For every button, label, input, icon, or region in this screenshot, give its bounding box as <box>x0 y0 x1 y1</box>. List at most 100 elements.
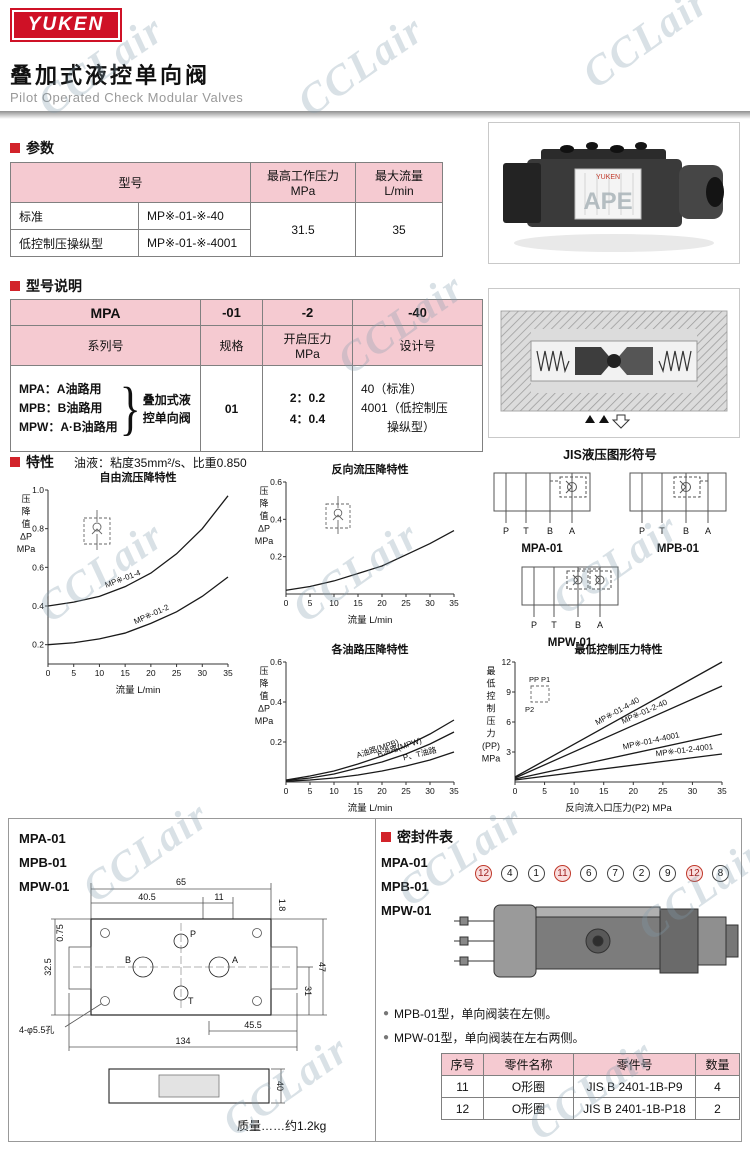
svg-text:ΔP: ΔP <box>20 532 32 542</box>
port-label: P <box>639 526 645 536</box>
table-row: 序号 零件名称 零件号 数量 <box>441 1053 740 1076</box>
svg-text:25: 25 <box>172 668 182 678</box>
open-pressure-cell: 2：0.2 4：0.4 <box>262 365 353 452</box>
pilot-symbol: PP P1 P2 <box>525 675 550 714</box>
svg-text:降: 降 <box>259 498 268 509</box>
dim-label: 32.5 <box>43 958 53 976</box>
svg-text:压: 压 <box>486 716 495 726</box>
series-desc: 控单向阀 <box>142 410 191 425</box>
svg-text:35: 35 <box>717 786 727 796</box>
model-name: MPB-01 <box>381 879 429 895</box>
svg-text:9: 9 <box>506 687 511 697</box>
dim-label: 45.5 <box>244 1020 262 1030</box>
svg-text:25: 25 <box>401 786 411 796</box>
svg-text:各油路压降特性: 各油路压降特性 <box>331 642 409 656</box>
header-divider <box>0 111 750 119</box>
row-name: 低控制压操纵型 <box>10 229 139 257</box>
port-label: T <box>659 526 665 536</box>
svg-text:0.2: 0.2 <box>270 552 282 562</box>
svg-text:1.0: 1.0 <box>32 485 44 495</box>
svg-text:0: 0 <box>513 786 518 796</box>
jis-symbol-mpw01: P T B A MPW-01 <box>514 563 626 649</box>
seal-note-text: MPW-01型，单向阀装在左右两侧。 <box>394 1031 585 1045</box>
col-part-number: 零件号 <box>573 1053 696 1076</box>
svg-text:0.8: 0.8 <box>32 524 44 534</box>
svg-text:流量 L/min: 流量 L/min <box>348 614 393 626</box>
svg-text:0.6: 0.6 <box>32 562 44 572</box>
check-valve-icon <box>83 510 111 550</box>
svg-text:5: 5 <box>308 786 313 796</box>
dim-label: 0.75 <box>55 924 65 942</box>
port-label: P <box>531 620 537 630</box>
port-label: A <box>597 620 603 630</box>
dim-label: 65 <box>176 877 186 887</box>
model-name: MPW-01 <box>381 903 432 919</box>
panel-divider <box>375 819 376 1141</box>
seal-callout: 7 <box>606 865 624 882</box>
photo-brand: YUKEN <box>596 174 620 181</box>
jis-symbol-mpb01: P T B A MPB-01 <box>622 469 734 555</box>
svg-text:值: 值 <box>259 690 268 701</box>
svg-text:15: 15 <box>120 668 130 678</box>
dimension-model-list: MPA-01 MPB-01 MPW-01 <box>19 827 69 899</box>
seal-valve-drawing <box>454 904 739 978</box>
max-flow-value: 35 <box>355 202 444 257</box>
table-row: 标准 MP※-01-※-40 31.5 35 <box>10 202 444 257</box>
svg-text:30: 30 <box>425 786 435 796</box>
port-label: T <box>551 620 557 630</box>
svg-text:10: 10 <box>569 786 579 796</box>
cell-part-name: O形圈 <box>483 1075 574 1098</box>
hd-series: 系列号 <box>10 325 201 366</box>
seal-callout: 2 <box>632 865 650 882</box>
svg-text:0: 0 <box>284 786 289 796</box>
seal-note-mpw: ● MPW-01型，单向阀装在左右两侧。 <box>383 1029 585 1046</box>
characteristics-heading: 特性 油液：粘度35mm²/s、比重0.850 <box>10 452 247 472</box>
series-cell: MPA：A油路用 MPB：B油路用 MPW：A·B油路用 } 叠加式液 控单向阀 <box>10 365 201 452</box>
svg-text:MPa: MPa <box>17 544 36 554</box>
svg-text:自由流压降特性: 自由流压降特性 <box>100 470 177 484</box>
seal-callout: 6 <box>580 865 598 882</box>
table-row: MPA：A油路用 MPB：B油路用 MPW：A·B油路用 } 叠加式液 控单向阀… <box>10 365 483 452</box>
svg-text:30: 30 <box>425 598 435 608</box>
dim-label: 11 <box>214 892 223 902</box>
svg-text:20: 20 <box>146 668 156 678</box>
model-heading: 型号说明 <box>10 276 82 296</box>
dimension-labels: 65 40.5 11 1.8 0.75 32.5 31 47 45.5 134 … <box>19 877 327 1091</box>
port-label: B <box>125 955 131 965</box>
seal-callout: 1 <box>527 865 545 882</box>
port-label: P <box>190 929 196 939</box>
svg-text:反向流压降特性: 反向流压降特性 <box>332 462 409 476</box>
svg-text:35: 35 <box>449 786 459 796</box>
svg-text:6: 6 <box>506 717 511 727</box>
dim-label: 1.8 <box>277 899 287 912</box>
annot-pp-p1: PP P1 <box>529 675 550 684</box>
svg-text:最: 最 <box>486 666 495 676</box>
red-square-icon <box>10 281 20 291</box>
svg-text:MPa: MPa <box>255 536 274 546</box>
svg-text:0.4: 0.4 <box>32 601 44 611</box>
port-label: A <box>705 526 711 536</box>
dimension-drawing: 65 40.5 11 1.8 0.75 32.5 31 47 45.5 134 … <box>19 877 327 1104</box>
svg-text:12: 12 <box>502 657 512 667</box>
svg-text:15: 15 <box>353 598 363 608</box>
row-name: 标准 <box>10 202 139 230</box>
yuken-logo: YUKEN <box>10 8 122 42</box>
seal-callout: 9 <box>659 865 677 882</box>
model-name: MPA-01 <box>19 831 66 846</box>
svg-text:35: 35 <box>449 598 459 608</box>
photo-overlay-text: APE <box>583 188 632 215</box>
model-name: MPA-01 <box>381 855 428 870</box>
svg-text:35: 35 <box>223 668 233 678</box>
row-model: MP※-01-※-40 <box>137 202 252 230</box>
seal-callout: 8 <box>711 865 729 882</box>
annot-p2: P2 <box>525 705 534 714</box>
model-name: MPB-01 <box>19 855 67 871</box>
seal-callout: 12 <box>685 865 703 882</box>
table-row: 低控制压操纵型 MP※-01-※-4001 <box>10 229 443 257</box>
dim-label: 134 <box>175 1036 190 1046</box>
